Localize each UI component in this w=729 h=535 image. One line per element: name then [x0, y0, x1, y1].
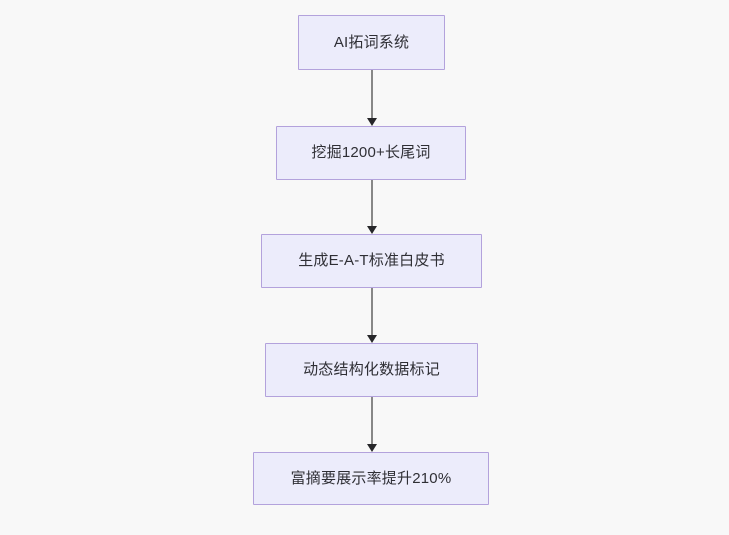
- flowchart-node-2[interactable]: 挖掘1200+长尾词: [276, 126, 466, 180]
- edge-line: [371, 397, 373, 444]
- arrow-down-icon: [367, 335, 377, 343]
- flowchart-node-3-label: 生成E-A-T标准白皮书: [298, 252, 445, 269]
- edge-line: [371, 288, 373, 335]
- flowchart-node-3[interactable]: 生成E-A-T标准白皮书: [261, 234, 482, 288]
- flowchart-node-1-label: AI拓词系统: [333, 33, 410, 51]
- flowchart-node-4[interactable]: 动态结构化数据标记: [265, 343, 478, 397]
- arrow-down-icon: [367, 226, 377, 234]
- edge-line: [371, 70, 373, 118]
- flowchart-node-1[interactable]: AI拓词系统: [298, 15, 445, 70]
- flowchart-node-5-label: 富摘要展示率提升210%: [290, 469, 452, 487]
- flowchart-node-2-label: 挖掘1200+长尾词: [311, 144, 431, 161]
- flowchart-node-5[interactable]: 富摘要展示率提升210%: [253, 452, 489, 505]
- flowchart-node-4-label: 动态结构化数据标记: [303, 361, 440, 378]
- arrow-down-icon: [367, 118, 377, 126]
- edge-line: [371, 180, 373, 226]
- arrow-down-icon: [367, 444, 377, 452]
